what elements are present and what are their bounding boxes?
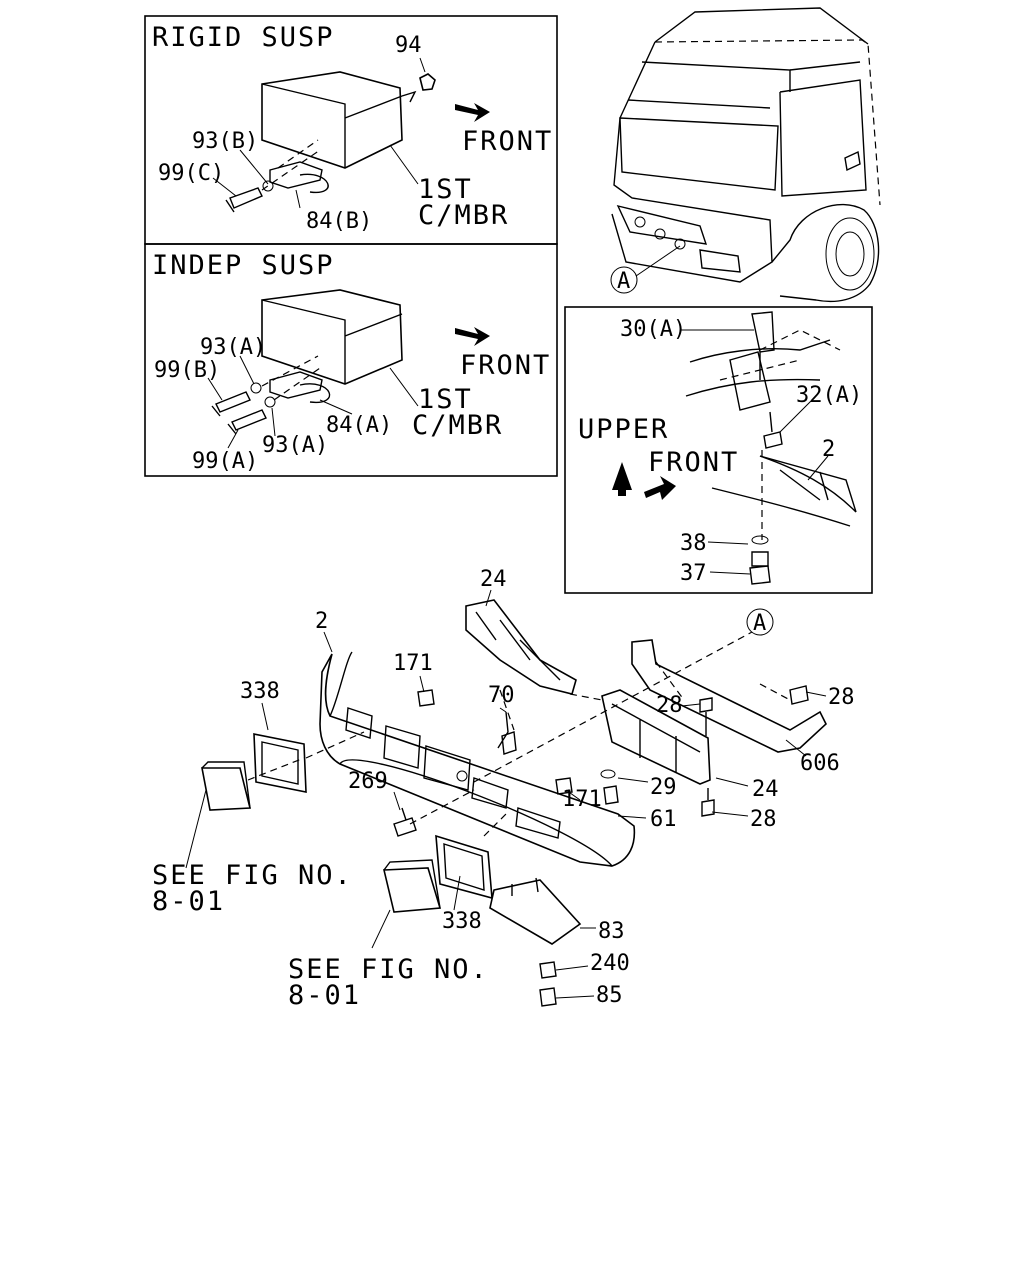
callout-171-top: 171: [393, 651, 433, 676]
callout-85: 85: [596, 983, 623, 1008]
callout-99b: 99(B): [154, 358, 220, 383]
rigid-member-line1: 1ST: [418, 174, 473, 205]
see-fig-bottom-line1: SEE FIG NO.: [288, 954, 489, 985]
indep-front-label: FRONT: [460, 350, 551, 381]
callout-99c: 99(C): [158, 161, 224, 186]
callout-99a: 99(A): [192, 449, 258, 474]
callout-32a: 32(A): [796, 383, 862, 408]
rigid-front-label: FRONT: [462, 126, 553, 157]
main-ref-marker: A: [753, 611, 766, 636]
truck-overview: A: [610, 7, 881, 303]
callout-338-left: 338: [240, 679, 280, 704]
callout-61: 61: [650, 807, 677, 832]
callout-2-main: 2: [315, 609, 328, 634]
truck-ref-marker: A: [617, 269, 630, 294]
detail-panel: UPPER FRONT 30(A) 32(A) 2 38 37: [564, 306, 873, 594]
callout-84a: 84(A): [326, 413, 392, 438]
callout-171-bottom: 171: [562, 787, 602, 812]
detail-upper-label: UPPER: [578, 414, 669, 445]
callout-83: 83: [598, 919, 625, 944]
callout-38: 38: [680, 531, 707, 556]
callout-29: 29: [650, 775, 677, 800]
rigid-member-line2: C/MBR: [418, 200, 509, 231]
callout-24-top: 24: [480, 567, 507, 592]
rigid-susp-panel: RIGID SUSP FRONT 1ST C/MBR 94 93(B) 99(C…: [144, 15, 558, 245]
callout-70: 70: [488, 683, 515, 708]
detail-front-label: FRONT: [648, 447, 739, 478]
callout-2-detail: 2: [822, 437, 835, 462]
callout-93a-top: 93(A): [200, 335, 266, 360]
indep-member-line1: 1ST: [418, 384, 473, 415]
callout-37: 37: [680, 561, 707, 586]
callout-28-lower: 28: [750, 807, 777, 832]
callout-240: 240: [590, 951, 630, 976]
see-fig-left-line1: SEE FIG NO.: [152, 860, 353, 891]
callout-338-bottom: 338: [442, 909, 482, 934]
callout-93b: 93(B): [192, 129, 258, 154]
indep-member-line2: C/MBR: [412, 410, 503, 441]
callout-93a-bottom: 93(A): [262, 433, 328, 458]
callout-28-upper-left: 28: [656, 693, 683, 718]
callout-28-upper-right: 28: [828, 685, 855, 710]
rigid-susp-title: RIGID SUSP: [152, 22, 335, 53]
callout-24-right: 24: [752, 777, 779, 802]
see-fig-bottom-line2: 8-01: [288, 980, 361, 1011]
indep-susp-title: INDEP SUSP: [152, 250, 335, 281]
callout-269: 269: [348, 769, 388, 794]
callout-30a: 30(A): [620, 317, 686, 342]
indep-susp-panel: INDEP SUSP FRONT 1ST C/MBR 93(A) 99(B) 9…: [144, 243, 558, 477]
main-assembly: A 24 2 171 338 70 28 28 606 269 29 24 17…: [152, 567, 855, 1011]
see-fig-left-line2: 8-01: [152, 886, 225, 917]
callout-94: 94: [395, 33, 422, 58]
callout-606: 606: [800, 751, 840, 776]
callout-84b: 84(B): [306, 209, 372, 234]
